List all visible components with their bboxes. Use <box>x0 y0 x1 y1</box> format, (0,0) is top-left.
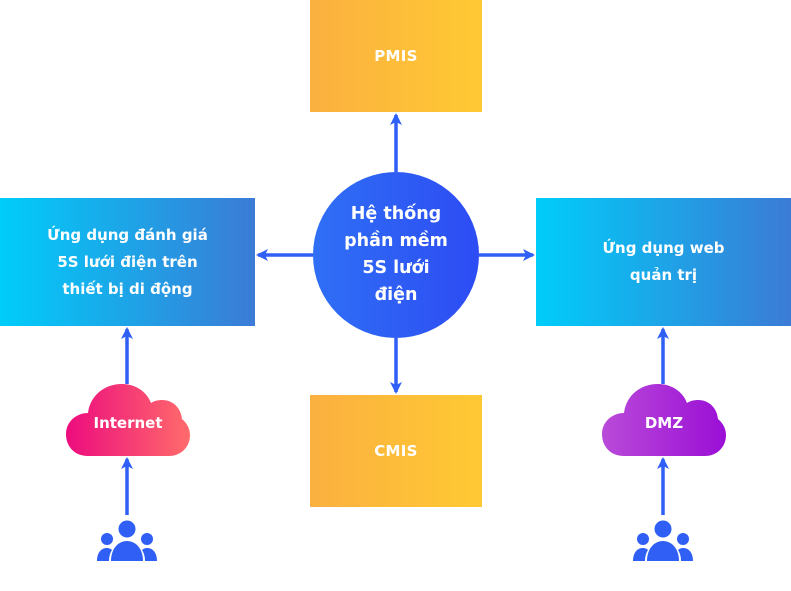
cloud-dmz-label: DMZ <box>644 414 684 432</box>
users-group-icon <box>97 520 157 561</box>
hub-circle: Hệ thống phần mềm 5S lưới điện <box>313 172 479 338</box>
cloud-internet-label: Internet <box>93 414 163 432</box>
hub-label: Hệ thống phần mềm 5S lưới điện <box>344 204 448 305</box>
cloud-icon <box>602 384 726 456</box>
node-web-app-label: Ứng dụng web quản trị <box>602 239 725 284</box>
node-pmis-label: PMIS <box>374 47 418 65</box>
cloud-internet: Internet <box>66 382 190 458</box>
cloud-icon <box>66 384 190 456</box>
node-cmis-label: CMIS <box>374 442 418 460</box>
users-group-icon <box>633 520 693 561</box>
node-cmis: CMIS <box>310 395 482 507</box>
cloud-dmz: DMZ <box>602 382 726 458</box>
node-web-app: Ứng dụng web quản trị <box>536 198 791 326</box>
node-mobile-app: Ứng dụng đánh giá 5S lưới điện trên thiế… <box>0 198 255 326</box>
node-mobile-app-label: Ứng dụng đánh giá 5S lưới điện trên thiế… <box>47 225 208 298</box>
node-pmis: PMIS <box>310 0 482 112</box>
